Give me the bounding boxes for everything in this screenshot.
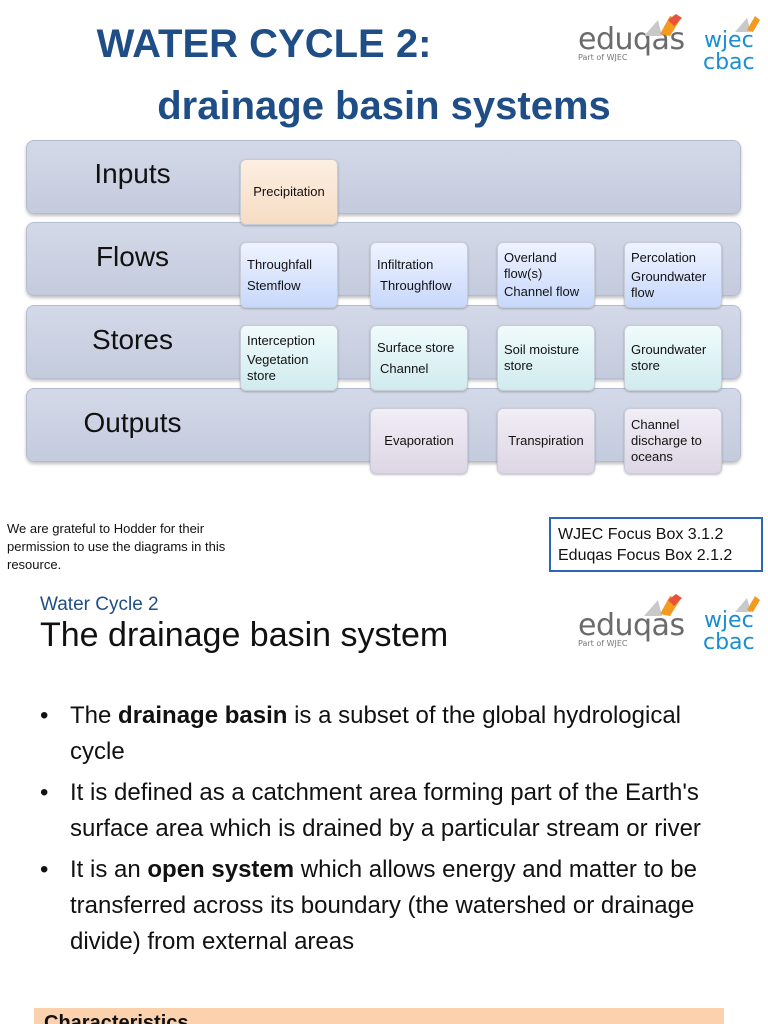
output-text: oceans bbox=[631, 449, 673, 464]
slide-subtitle: Water Cycle 2 bbox=[40, 594, 159, 615]
output-box-evaporation: Evaporation bbox=[370, 408, 468, 474]
eduqas-logo-subtext: Part of WJEC bbox=[578, 639, 628, 648]
bullet-list: • The drainage basin is a subset of the … bbox=[40, 698, 730, 965]
bullet-item: • It is an open system which allows ener… bbox=[40, 852, 730, 960]
store-text: store bbox=[504, 358, 533, 373]
store-box-interception: Interception Vegetation store bbox=[240, 325, 338, 391]
flow-text: Stemflow bbox=[247, 277, 301, 293]
focus-box: WJEC Focus Box 3.1.2 Eduqas Focus Box 2.… bbox=[549, 517, 763, 572]
bullet-dot-icon: • bbox=[40, 702, 49, 729]
characteristics-strip: Characteristics bbox=[34, 1008, 724, 1024]
flow-box-infiltration: Infiltration Throughflow bbox=[370, 242, 468, 308]
bullet-dot-icon: • bbox=[40, 779, 49, 806]
output-box-channel-discharge: Channel discharge to oceans bbox=[624, 408, 722, 474]
flows-label: Flows bbox=[95, 241, 170, 272]
bullet-bold-text: open system bbox=[147, 856, 295, 883]
output-text: Transpiration bbox=[508, 433, 584, 448]
flow-text: Groundwater bbox=[631, 268, 707, 284]
precipitation-box: Precipitation bbox=[240, 159, 338, 225]
store-text: Groundwater bbox=[631, 342, 707, 357]
flow-text: Throughflow bbox=[380, 277, 452, 293]
bullet-text: It is defined as a catchment area formin… bbox=[70, 779, 701, 842]
store-box-soil-moisture: Soil moisture store bbox=[497, 325, 595, 391]
bullet-text: is a subset of the global hydrological c… bbox=[70, 702, 681, 765]
focus-box-line-1: WJEC Focus Box 3.1.2 bbox=[558, 526, 724, 543]
store-text: Soil moisture bbox=[504, 342, 580, 357]
bullet-item: • The drainage basin is a subset of the … bbox=[40, 698, 730, 770]
slide-heading: The drainage basin system bbox=[40, 616, 449, 654]
output-text: Channel bbox=[631, 417, 680, 432]
store-text: Surface store bbox=[377, 339, 455, 355]
outputs-label: Outputs bbox=[83, 407, 182, 438]
eduqas-logo-subtext: Part of WJEC bbox=[578, 53, 628, 62]
flow-box-overland: Overland flow(s) Channel flow bbox=[497, 242, 595, 308]
wjec-logo-top: wjec bbox=[703, 608, 754, 633]
flow-text: flow bbox=[631, 284, 655, 300]
inputs-label: Inputs bbox=[94, 158, 171, 189]
flow-text: Throughfall bbox=[247, 256, 313, 272]
wjec-logo: wjec cbac bbox=[703, 16, 760, 75]
inputs-band bbox=[26, 140, 741, 214]
bullet-text: The bbox=[70, 702, 119, 729]
wjec-logo-top: wjec bbox=[703, 28, 754, 53]
wjec-logo-bottom: cbac bbox=[703, 50, 755, 75]
bullet-text: It is an bbox=[70, 856, 148, 883]
acknowledgement-text: We are grateful to Hodder for their perm… bbox=[7, 521, 226, 572]
flow-text: Percolation bbox=[631, 249, 697, 265]
flow-text: Infiltration bbox=[377, 256, 434, 272]
bullet-item: • It is defined as a catchment area form… bbox=[40, 775, 730, 847]
flow-box-throughfall: Throughfall Stemflow bbox=[240, 242, 338, 308]
page-title-line-2: drainage basin systems bbox=[157, 84, 611, 128]
store-text: Vegetation bbox=[247, 351, 309, 367]
flow-box-percolation: Percolation Groundwater flow bbox=[624, 242, 722, 308]
flow-text: Channel flow bbox=[504, 284, 580, 299]
wjec-logo-bottom: cbac bbox=[703, 630, 755, 655]
wjec-logo-2: wjec cbac bbox=[703, 596, 760, 655]
store-box-groundwater: Groundwater store bbox=[624, 325, 722, 391]
focus-box-line-2: Eduqas Focus Box 2.1.2 bbox=[558, 547, 733, 564]
output-box-transpiration: Transpiration bbox=[497, 408, 595, 474]
eduqas-flag-icon bbox=[644, 594, 682, 616]
eduqas-flag-icon bbox=[644, 14, 682, 36]
strip-text: Characteristics bbox=[44, 1012, 189, 1024]
output-text: discharge to bbox=[631, 433, 702, 448]
output-text: Evaporation bbox=[384, 433, 454, 448]
store-text: store bbox=[631, 358, 660, 373]
bullet-bold-text: drainage basin bbox=[118, 702, 288, 729]
bullet-dot-icon: • bbox=[40, 856, 49, 883]
store-text: Channel bbox=[380, 360, 429, 376]
eduqas-logo: eduqas Part of WJEC bbox=[578, 14, 685, 62]
bullet-text: which allows energy and matter to be tra… bbox=[70, 856, 697, 955]
flow-text: Overland bbox=[504, 250, 557, 265]
flow-text: flow(s) bbox=[504, 266, 543, 281]
stores-label: Stores bbox=[92, 324, 173, 355]
page-title-line-1: WATER CYCLE 2: bbox=[96, 22, 432, 66]
wjec-flag-icon bbox=[735, 16, 760, 32]
store-text: store bbox=[247, 367, 276, 383]
store-text: Interception bbox=[247, 332, 315, 348]
precipitation-text: Precipitation bbox=[253, 184, 325, 199]
eduqas-logo-2: eduqas Part of WJEC bbox=[578, 594, 685, 648]
wjec-flag-icon bbox=[735, 596, 760, 612]
store-box-surface: Surface store Channel bbox=[370, 325, 468, 391]
